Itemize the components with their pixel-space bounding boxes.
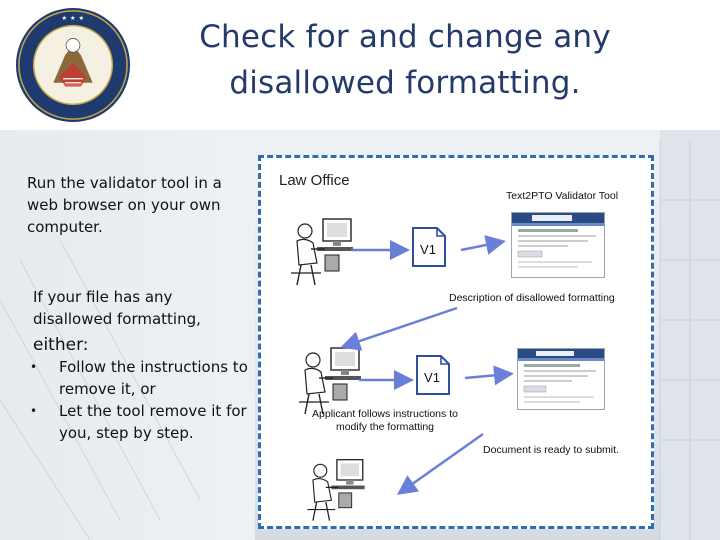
description-label: Description of disallowed formatting <box>449 292 615 304</box>
person-at-computer-icon <box>307 459 365 521</box>
instruction-paragraph-2: If your file has any disallowed formatti… <box>33 288 201 328</box>
document-version-label: V1 <box>424 370 440 385</box>
instruction-bullets: • Follow the instructions to remove it, … <box>30 356 250 444</box>
arrow-doc-to-tool <box>460 235 506 255</box>
background-left-panel <box>0 130 255 540</box>
document-icon <box>416 355 450 395</box>
bullet-dot-icon: • <box>30 360 38 374</box>
law-office-label: Law Office <box>279 172 350 189</box>
bullet-text: Follow the instructions to remove it, or <box>59 358 248 398</box>
seal-top-text: ★ ★ ★ <box>61 15 84 22</box>
slide-title: Check for and change any disallowed form… <box>199 19 611 101</box>
workflow-diagram: Law Office Text2PTO Validator Tool V1 <box>258 155 654 529</box>
ready-to-submit-label: Document is ready to submit. <box>483 444 619 456</box>
workflow-arrows <box>340 235 514 495</box>
validator-screenshot-graphic <box>518 349 604 403</box>
document-icon <box>412 227 446 267</box>
person-at-computer-icon <box>299 347 361 415</box>
validator-screenshot <box>517 348 605 410</box>
bullet-item: • Let the tool remove it for you, step b… <box>30 400 250 444</box>
validator-screenshot <box>511 212 605 278</box>
validator-tool-label: Text2PTO Validator Tool <box>506 190 619 202</box>
instruction-paragraph-1: Run the validator tool in a web browser … <box>27 174 222 236</box>
validator-screenshot-graphic <box>512 213 604 268</box>
uspto-seal-logo: ★ ★ ★ <box>15 7 131 123</box>
person-at-computer-icon <box>291 218 353 286</box>
bullet-item: • Follow the instructions to remove it, … <box>30 356 250 400</box>
bullet-text: Let the tool remove it for you, step by … <box>59 402 247 442</box>
arrow-description-back <box>340 306 458 351</box>
applicant-instructions-label: Applicant follows instructions to modify… <box>312 408 458 433</box>
instruction-either: either: <box>33 335 89 355</box>
arrow-ready-back <box>396 432 484 495</box>
arrow-resubmit <box>464 365 514 386</box>
bullet-dot-icon: • <box>30 404 38 418</box>
document-version-label: V1 <box>420 242 436 257</box>
